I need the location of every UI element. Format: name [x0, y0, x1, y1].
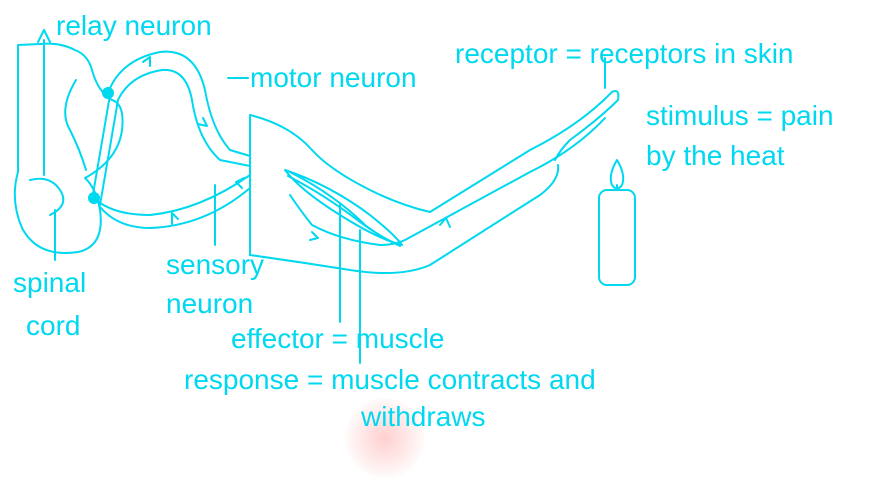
receptor-label: receptor = receptors in skin	[455, 39, 794, 69]
motor-neuron-label: motor neuron	[250, 63, 417, 93]
leader-lines	[55, 58, 605, 363]
stimulus-label-line2: by the heat	[646, 141, 785, 171]
spinal-cord-label-line2: cord	[26, 311, 80, 341]
effector-label: effector = muscle	[231, 324, 444, 354]
response-label-line2: withdraws	[361, 402, 485, 432]
response-label-line1: response = muscle contracts and	[184, 365, 596, 395]
spinal-cord-label-line1: spinal	[13, 268, 86, 298]
candle	[599, 160, 635, 285]
arm-outline	[250, 91, 618, 273]
relay-neuron-path	[89, 88, 118, 205]
sensory-neuron-path	[94, 175, 250, 245]
relay-neuron-label: relay neuron	[56, 11, 212, 41]
spinal-cord	[15, 30, 123, 253]
sensory-label-line2: neuron	[166, 289, 253, 319]
motor-neuron-path	[108, 52, 250, 166]
stimulus-label-line1: stimulus = pain	[646, 101, 834, 131]
effector-muscle	[285, 170, 402, 246]
sensory-label-line1: sensory	[166, 250, 264, 280]
